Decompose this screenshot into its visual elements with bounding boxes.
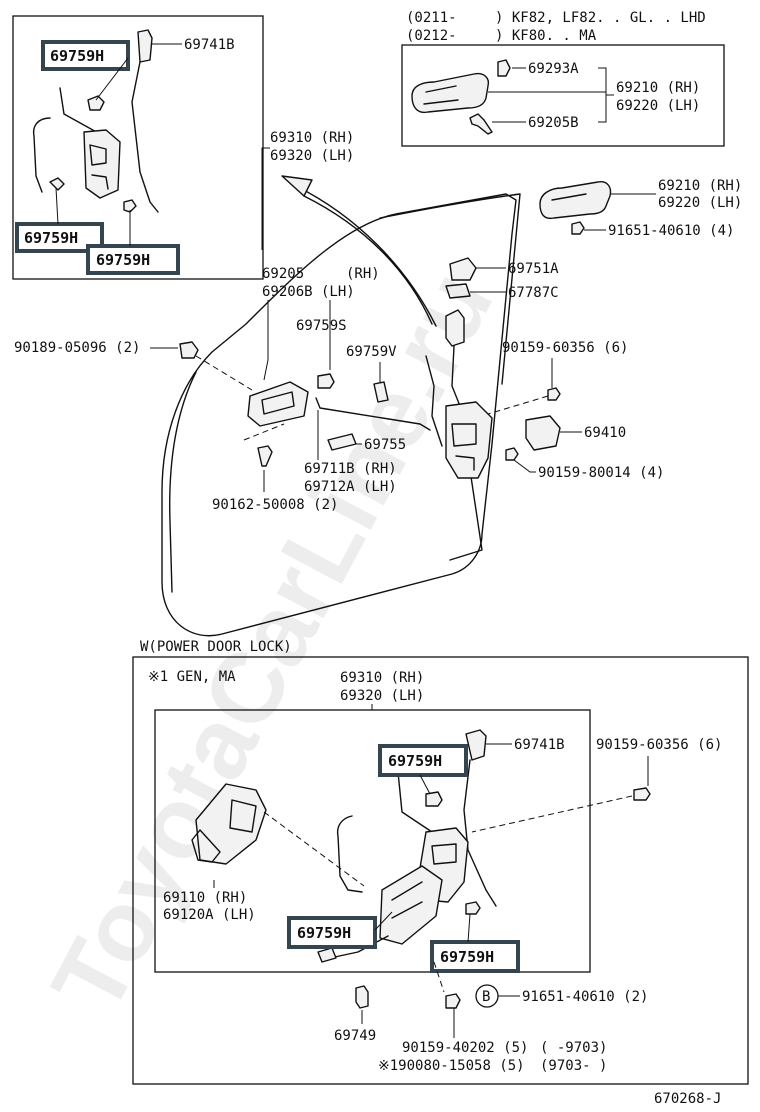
clip-90189 (179, 341, 199, 359)
pl-screw-91651 (445, 993, 461, 1009)
arrow-head (281, 175, 313, 197)
label-90162: 90162-50008 (2) (212, 497, 338, 513)
label-91651-pl: 91651-40610 (2) (522, 989, 648, 1005)
label-90159-40202: 90159-40202 (5) (402, 1040, 528, 1056)
range-code-0212: (0212- (406, 28, 457, 44)
label-69320-main: 69320 (LH) (270, 148, 354, 164)
label-69205-rh: (RH) (346, 266, 380, 282)
label-69759H-inset-a: 69759H (50, 47, 104, 65)
range-9703-start: (9703- ) (540, 1058, 607, 1074)
top-right-inset-box (401, 44, 725, 147)
range-9703-end: ( -9703) (540, 1040, 607, 1056)
label-90159-60356: 90159-60356 (6) (502, 340, 628, 356)
label-69712A: 69712A (LH) (304, 479, 397, 495)
range-text-0212: ) KF80. . MA (495, 28, 597, 44)
label-69220-inset: 69220 (LH) (616, 98, 700, 114)
label-69320-pl: 69320 (LH) (340, 688, 424, 704)
label-90189: 90189-05096 (2) (14, 340, 140, 356)
inset-screw-69205B (469, 113, 493, 135)
label-69749: 69749 (334, 1028, 376, 1044)
pl-clip-right (465, 901, 481, 915)
range-text-0211: ) KF82, LF82. . GL. . LHD (495, 10, 706, 26)
label-69711B: 69711B (RH) (304, 461, 397, 477)
inset-clip-2 (49, 177, 65, 191)
part-69751A (449, 257, 477, 281)
inset-rod (131, 61, 159, 213)
part-69749 (355, 985, 369, 1009)
power-lock-inner-box (154, 709, 591, 973)
power-lock-title: W(POWER DOOR LOCK) (140, 639, 292, 655)
door-window-frame (379, 193, 521, 385)
inset-clip-3 (123, 199, 137, 213)
pl-rod (463, 759, 497, 907)
inset-clip-69293A (497, 59, 511, 77)
part-69410 (525, 415, 561, 451)
range-code-0211: (0211- (406, 10, 457, 26)
lock-handle (445, 309, 465, 347)
screw-90159-80014 (505, 447, 519, 461)
power-lock-note: ※1 GEN, MA (148, 669, 236, 685)
label-69755: 69755 (364, 437, 406, 453)
part-69759V (373, 381, 389, 403)
label-69210-inset: 69210 (RH) (616, 80, 700, 96)
label-190080: ※190080-15058 (5) (378, 1058, 525, 1074)
label-69759H-pl-c: 69759H (440, 948, 494, 966)
label-69293A: 69293A (528, 61, 579, 77)
power-lock-outer-box (132, 656, 749, 1085)
door-weatherstrip (295, 185, 437, 327)
diagram-id: 670268-J (654, 1091, 721, 1107)
label-69410: 69410 (584, 425, 626, 441)
label-67787C: 67787C (508, 285, 559, 301)
label-69741B-pl: 69741B (514, 737, 565, 753)
inset-clip-1 (87, 95, 105, 111)
label-69220-main: 69220 (LH) (658, 195, 742, 211)
inside-handle (247, 381, 309, 427)
label-69120A: 69120A (LH) (163, 907, 256, 923)
label-69741B: 69741B (184, 37, 235, 53)
label-69205: 69205 (262, 266, 304, 282)
inset-outside-handle (137, 29, 153, 63)
label-90159-60356-pl: 90159-60356 (6) (596, 737, 722, 753)
label-69759H-pl-b: 69759H (297, 924, 351, 942)
screw-91651 (571, 221, 585, 235)
door-panel-outline (161, 193, 517, 637)
label-69751A: 69751A (508, 261, 559, 277)
label-69759H-inset-b: 69759H (24, 229, 78, 247)
callout-b: B (482, 989, 490, 1005)
pl-wire (329, 935, 389, 959)
label-69205B: 69205B (528, 115, 579, 131)
inset-handle-detail (423, 85, 459, 105)
label-69759H-inset-c: 69759H (96, 251, 150, 269)
pl-screw-60356 (633, 787, 651, 801)
inset-handle-rh (411, 72, 490, 114)
pl-clip-top (425, 791, 443, 807)
pl-outside-handle (465, 729, 487, 761)
label-69110: 69110 (RH) (163, 890, 247, 906)
label-69310-main: 69310 (RH) (270, 130, 354, 146)
inset-lock-detail (89, 144, 109, 190)
lock-rod (451, 345, 461, 407)
pl-actuator-body (379, 865, 443, 945)
label-69210-main: 69210 (RH) (658, 178, 742, 194)
label-69206B: 69206B (LH) (262, 284, 355, 300)
label-91651-main: 91651-40610 (4) (608, 223, 734, 239)
label-69759S: 69759S (296, 318, 347, 334)
pl-rod-2 (336, 815, 363, 893)
inside-handle-rod (315, 397, 431, 431)
label-90159-80014: 90159-80014 (4) (538, 465, 664, 481)
pl-connector (317, 947, 337, 963)
label-69310-pl: 69310 (RH) (340, 670, 424, 686)
inset-rod-3 (32, 117, 51, 193)
label-69759V: 69759V (346, 344, 397, 360)
outside-handle-rh (539, 181, 612, 220)
inset-rod-2 (59, 87, 101, 135)
part-69759S (317, 373, 335, 389)
label-69759H-pl-a: 69759H (388, 752, 442, 770)
screw-90162 (257, 445, 273, 467)
door-lock-assembly (445, 401, 493, 479)
part-67787C (445, 283, 471, 299)
screw-90159-60356 (547, 387, 561, 401)
